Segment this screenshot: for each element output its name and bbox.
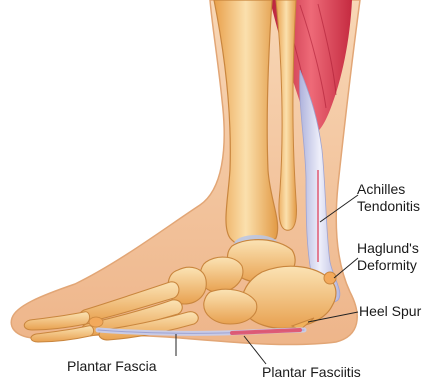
label-haglund-line1: Haglund's — [357, 240, 419, 257]
label-achilles-tendonitis: Achilles Tendonitis — [357, 181, 420, 215]
label-heel-spur: Heel Spur — [359, 303, 421, 320]
label-plantar-fascia: Plantar Fascia — [67, 358, 156, 375]
sesamoid-bone — [89, 317, 103, 327]
label-haglunds-deformity: Haglund's Deformity — [357, 240, 419, 274]
label-achilles-line1: Achilles — [357, 181, 420, 198]
label-achilles-line2: Tendonitis — [357, 198, 420, 215]
label-plantar-fasciitis: Plantar Fasciitis — [262, 364, 361, 381]
label-haglund-line2: Deformity — [357, 257, 419, 274]
